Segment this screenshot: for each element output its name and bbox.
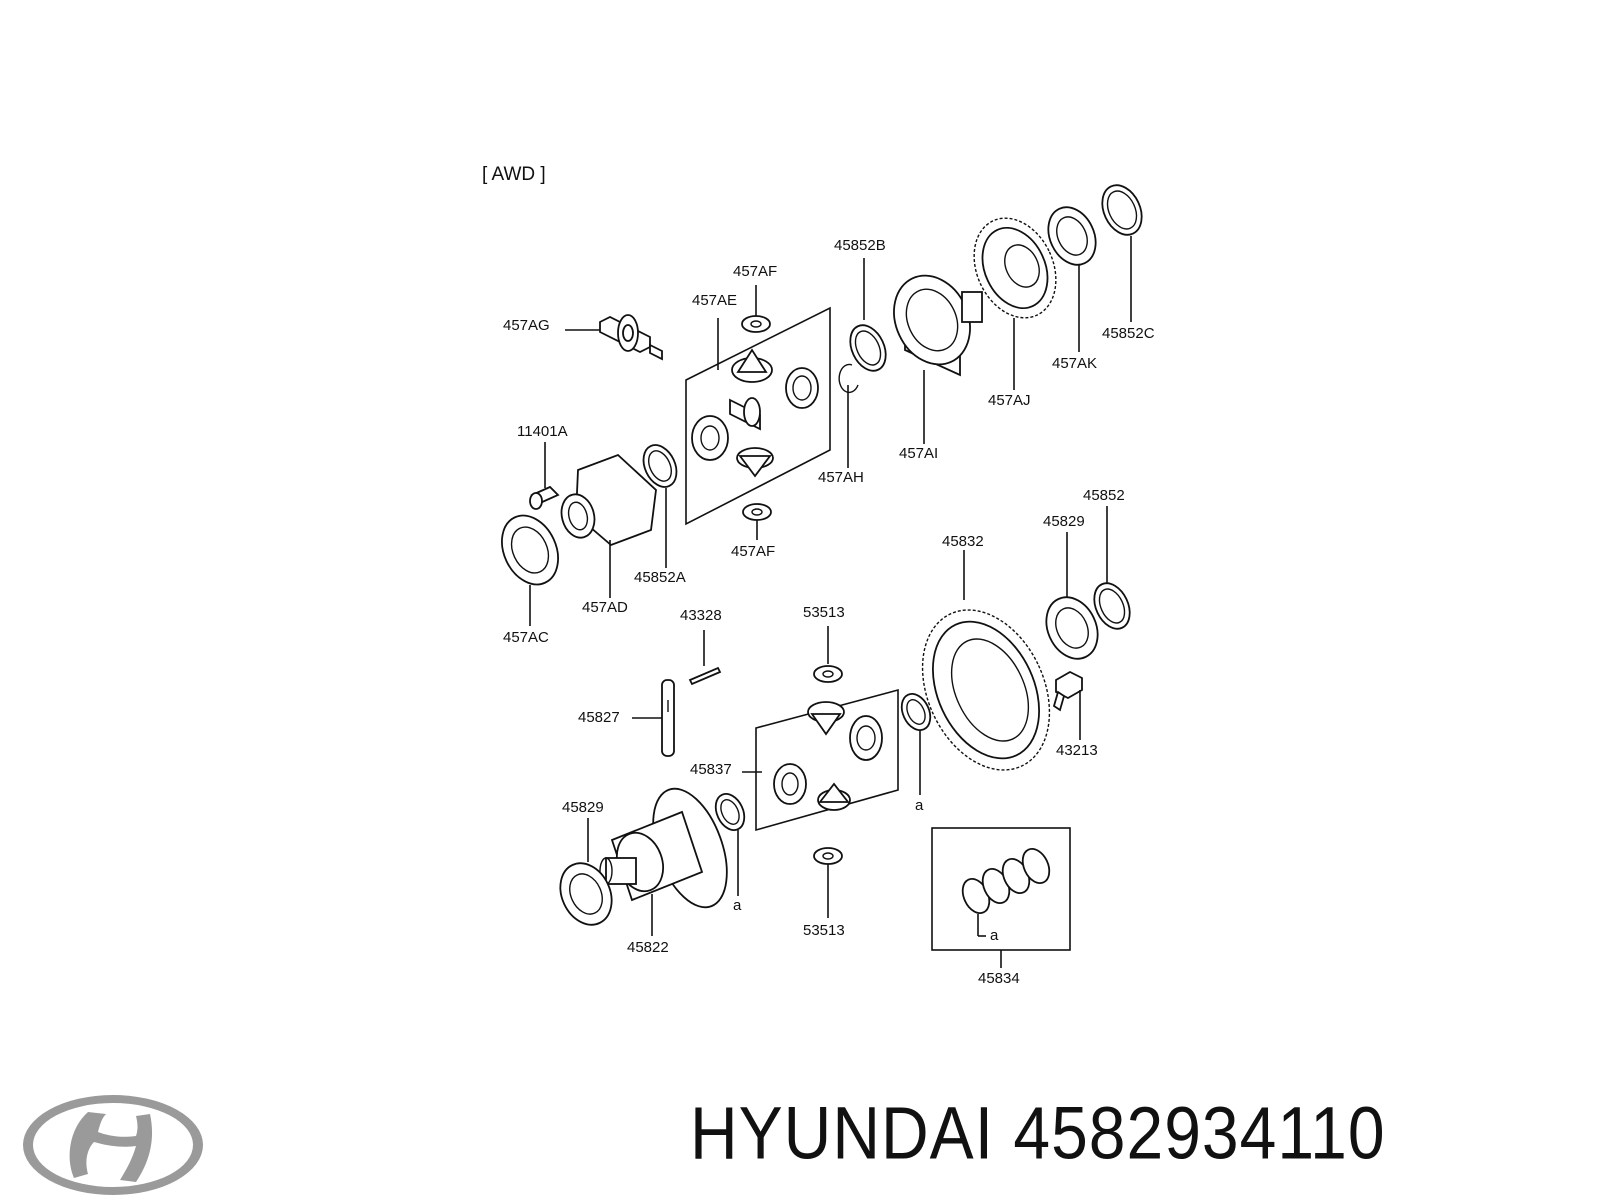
label-45827: 45827 bbox=[578, 709, 620, 726]
part-43328-drawing bbox=[688, 630, 722, 686]
label-45822: 45822 bbox=[627, 939, 669, 956]
part-53513-bottom-drawing bbox=[813, 847, 843, 918]
label-45829-top: 45829 bbox=[1043, 513, 1085, 530]
label-457AC: 457AC bbox=[503, 629, 549, 646]
part-number: 4582934110 bbox=[1013, 1091, 1386, 1174]
part-11401A-drawing bbox=[529, 442, 560, 510]
part-45837-drawing bbox=[742, 688, 899, 832]
part-457AJ-drawing bbox=[973, 217, 1057, 390]
diagram-title: [ AWD ] bbox=[482, 164, 546, 185]
label-a-right: a bbox=[915, 797, 924, 814]
label-457AG: 457AG bbox=[503, 317, 550, 334]
part-45834-drawing bbox=[931, 827, 1071, 968]
label-457AF-bottom: 457AF bbox=[731, 543, 775, 560]
brand-part-caption: HYUNDAI 4582934110 bbox=[690, 1090, 1386, 1175]
label-53513-top: 53513 bbox=[803, 604, 845, 621]
part-53513-top-drawing bbox=[813, 626, 843, 683]
label-45852C: 45852C bbox=[1102, 325, 1155, 342]
part-45829-top-drawing bbox=[1045, 532, 1099, 660]
label-43328: 43328 bbox=[680, 607, 722, 624]
part-457AD-drawing bbox=[560, 453, 657, 598]
label-53513-bottom: 53513 bbox=[803, 922, 845, 939]
label-457AF-top: 457AF bbox=[733, 263, 777, 280]
label-45852A: 45852A bbox=[634, 569, 686, 586]
part-45829-bottom-drawing bbox=[559, 818, 613, 926]
part-457AF-top-drawing bbox=[741, 285, 771, 333]
part-45852B-drawing bbox=[849, 258, 887, 372]
label-457AI: 457AI bbox=[899, 445, 938, 462]
brand-name: HYUNDAI bbox=[690, 1091, 995, 1174]
label-457AH: 457AH bbox=[818, 469, 864, 486]
hyundai-logo-icon bbox=[23, 1095, 203, 1195]
label-45832: 45832 bbox=[942, 533, 984, 550]
part-45822-drawing bbox=[599, 787, 728, 936]
label-43213: 43213 bbox=[1056, 742, 1098, 759]
part-457AE-drawing bbox=[685, 306, 831, 526]
part-457AF-bottom-drawing bbox=[742, 503, 772, 540]
part-45832-drawing bbox=[921, 550, 1051, 771]
part-45827-drawing bbox=[632, 679, 675, 757]
label-45834: 45834 bbox=[978, 970, 1020, 987]
label-a-left: a bbox=[733, 897, 742, 914]
label-45852B: 45852B bbox=[834, 237, 886, 254]
part-43213-drawing bbox=[1052, 670, 1083, 740]
part-457AH-drawing bbox=[838, 363, 859, 468]
part-457AG-drawing bbox=[565, 314, 663, 361]
part-457AC-drawing bbox=[501, 514, 559, 626]
label-457AD: 457AD bbox=[582, 599, 628, 616]
label-457AJ: 457AJ bbox=[988, 392, 1031, 409]
label-11401A: 11401A bbox=[517, 423, 568, 440]
label-a-box: a bbox=[990, 927, 999, 944]
label-45829-bottom: 45829 bbox=[562, 799, 604, 816]
part-thrust-washer-b-drawing bbox=[714, 793, 746, 896]
label-45837: 45837 bbox=[690, 761, 732, 778]
part-45852A-drawing bbox=[642, 444, 678, 568]
label-457AK: 457AK bbox=[1052, 355, 1097, 372]
part-45852-drawing bbox=[1093, 506, 1131, 630]
part-45852C-drawing bbox=[1101, 184, 1143, 322]
part-457AI-drawing bbox=[893, 274, 983, 444]
label-457AE: 457AE bbox=[692, 292, 737, 309]
part-thrust-washer-a-drawing bbox=[900, 693, 932, 795]
label-45852: 45852 bbox=[1083, 487, 1125, 504]
part-457AK-drawing bbox=[1047, 206, 1097, 352]
